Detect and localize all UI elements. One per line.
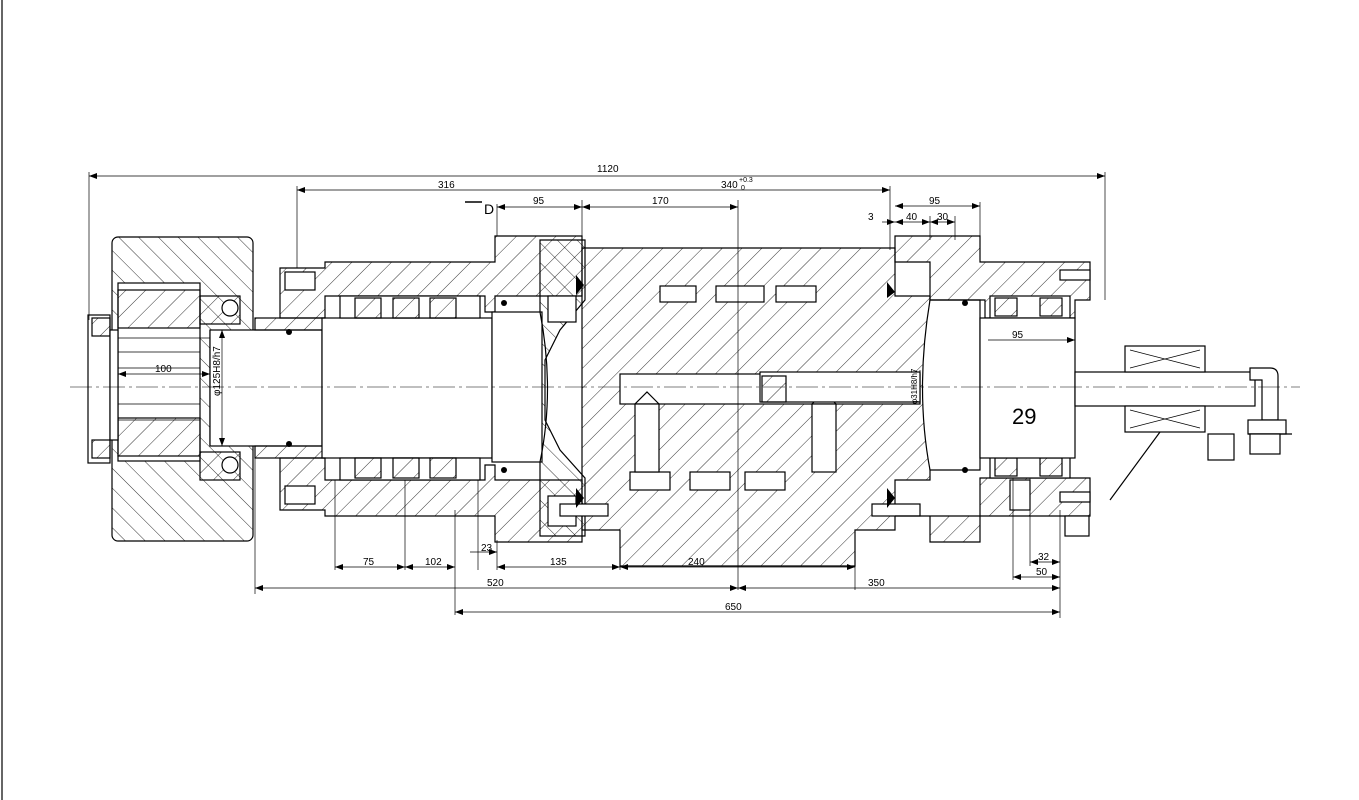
dim-3-40-30: 3 40 30	[868, 212, 956, 240]
dim-label-520: 520	[487, 578, 504, 589]
main-shaft	[209, 317, 493, 459]
dim-label-30: 30	[937, 212, 949, 223]
dim-label-240: 240	[688, 557, 705, 568]
dim-bottom-row-2: 520 350	[254, 458, 1061, 618]
section-mark-d: D	[465, 201, 494, 217]
dim-95-left: 95	[496, 196, 583, 236]
dim-label-102: 102	[425, 557, 442, 568]
dim-label-340-tol-high: +0.3	[739, 177, 753, 184]
rear-encoder-unit	[1074, 345, 1292, 501]
dim-label-316: 316	[438, 180, 455, 191]
dim-label-75: 75	[363, 557, 375, 568]
dim-label-50: 50	[1036, 567, 1048, 578]
front-bearing-housing	[279, 235, 583, 543]
section-mark-label: D	[484, 201, 494, 217]
dim-dia-31: φ31H8/h7	[910, 368, 921, 404]
dim-1120: 1120	[88, 164, 1106, 320]
dim-label-135: 135	[550, 557, 567, 568]
dim-label-170: 170	[652, 196, 669, 207]
dim-316: 316	[296, 180, 582, 268]
dim-label-95-lower: 95	[1012, 330, 1024, 341]
dim-label-dia-31: φ31H8/h7	[910, 368, 919, 404]
central-body	[491, 239, 981, 567]
dim-label-23: 23	[481, 543, 493, 554]
dim-label-650: 650	[725, 602, 742, 613]
dim-label-100: 100	[155, 364, 172, 375]
dim-label-340: 340	[721, 180, 738, 191]
rear-bearing-housing	[894, 235, 1091, 543]
dim-label-1120: 1120	[597, 164, 619, 175]
dim-95-lower: 95	[988, 330, 1075, 343]
dim-label-dia-125: φ125H8/h7	[212, 346, 223, 396]
dim-100: 100	[118, 364, 210, 377]
dim-label-32: 32	[1038, 552, 1050, 563]
dim-170: 170	[582, 196, 738, 210]
dim-dia-125: φ125H8/h7	[212, 330, 225, 446]
dim-label-95-right: 95	[929, 196, 941, 207]
dim-95-right: 95	[895, 196, 981, 236]
dim-label-350: 350	[868, 578, 885, 589]
dim-32-50: 32 50	[1012, 478, 1060, 580]
callout-29: 29	[1012, 404, 1036, 429]
dim-label-340-tol-low: 0	[741, 185, 745, 192]
dim-label-95-left: 95	[533, 196, 545, 207]
dim-340: 340 +0.3 0	[582, 177, 891, 250]
dim-label-3: 3	[868, 212, 874, 223]
dim-bottom-row-1: 75 102 23 135 240	[334, 480, 856, 615]
dim-label-40: 40	[906, 212, 918, 223]
dim-650: 650	[455, 602, 1060, 615]
